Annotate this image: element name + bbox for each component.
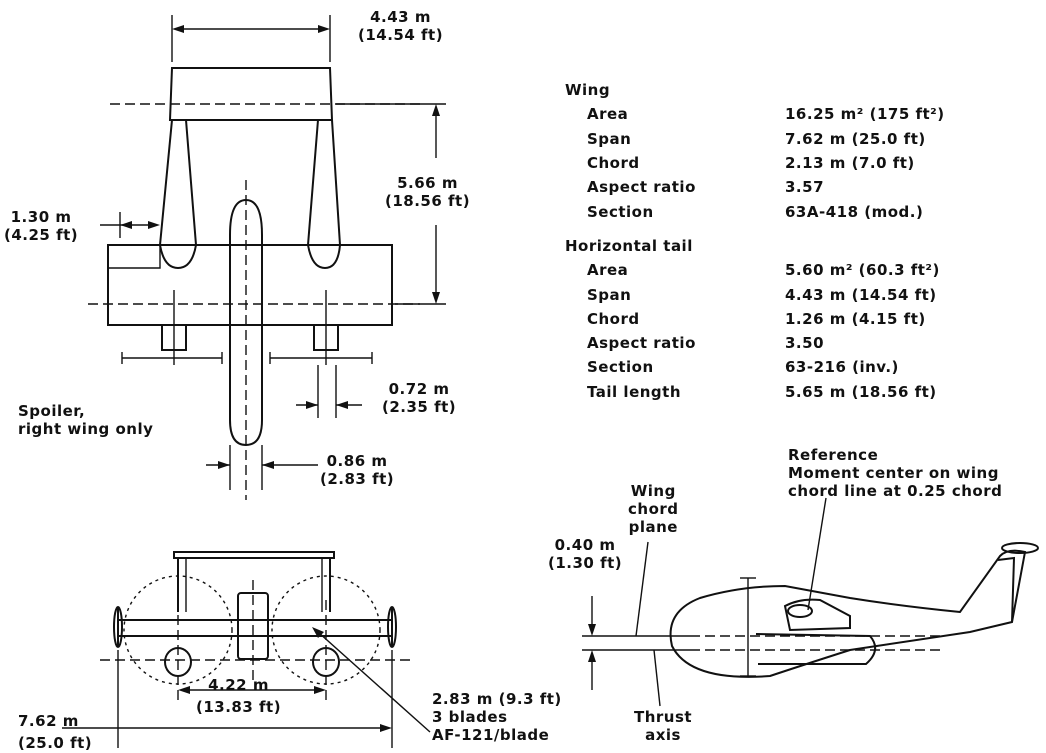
thrust-axis-line2: axis <box>645 726 681 744</box>
spec-label: Section <box>587 358 654 377</box>
spec-label: Area <box>587 105 629 124</box>
spoiler-width-dim: 0.72 m (2.35 ft) <box>382 380 456 416</box>
tail-span-dim: 4.43 m (14.54 ft) <box>358 8 443 44</box>
wing-heading: Wing <box>565 78 945 102</box>
reference-label: Reference Moment center on wing chord li… <box>788 446 1002 500</box>
spoiler-note-line2: right wing only <box>18 420 154 438</box>
spec-label: Section <box>587 202 654 221</box>
fuselage-width-metric: 0.86 m <box>326 452 388 470</box>
wing-section-row: Section 63A-418 (mod.) <box>565 199 945 223</box>
spec-table: Wing Area 16.25 m² (175 ft²) Span 7.62 m (… <box>565 78 945 404</box>
tail-span-row: Span 4.43 m (14.54 ft) <box>565 282 945 306</box>
propeller-note: 2.83 m (9.3 ft) 3 blades AF-121/blade <box>432 690 562 744</box>
spec-value: 16.25 m² (175 ft²) <box>785 105 945 124</box>
thrust-axis-line1: Thrust <box>634 708 693 726</box>
spec-value: 63A-418 (mod.) <box>785 202 924 221</box>
tail-length-dim: 5.66 m (18.56 ft) <box>385 174 470 210</box>
spec-label: Span <box>587 285 632 304</box>
spoiler-width-imperial: (2.35 ft) <box>382 398 457 416</box>
spec-value: 5.60 m² (60.3 ft²) <box>785 261 940 280</box>
offset-dim: 0.40 m (1.30 ft) <box>548 536 622 572</box>
propeller-blades: 3 blades <box>432 708 508 726</box>
spec-value: 63-216 (inv.) <box>785 358 899 377</box>
offset-imperial: (1.30 ft) <box>548 554 623 572</box>
spec-label: Area <box>587 261 629 280</box>
spec-label: Aspect ratio <box>587 178 696 197</box>
spec-label: Span <box>587 129 632 148</box>
tail-span-metric: 4.43 m <box>370 8 431 26</box>
wing-area-row: Area 16.25 m² (175 ft²) <box>565 102 945 126</box>
horizontal-tail <box>168 67 334 121</box>
reference-line2: Moment center on wing <box>788 464 999 482</box>
boom-offset-metric: 1.30 m <box>10 208 72 226</box>
spoiler-note: Spoiler, right wing only <box>18 402 153 438</box>
prop-spacing-metric: 4.22 m <box>208 676 269 694</box>
fuselage-width-dim: 0.86 m (2.83 ft) <box>320 452 394 488</box>
top-view <box>88 15 446 500</box>
tail-section-row: Section 63-216 (inv.) <box>565 355 945 379</box>
reference-line1: Reference <box>788 446 879 464</box>
front-wing <box>117 619 393 637</box>
spoiler-note-line1: Spoiler, <box>18 402 86 420</box>
tail-length-imperial: (18.56 ft) <box>385 192 471 210</box>
boom-offset-imperial: (4.25 ft) <box>4 226 79 244</box>
spec-label: Tail length <box>587 382 682 401</box>
spec-value: 4.43 m (14.54 ft) <box>785 285 937 304</box>
wcp-line1: Wing <box>630 482 676 500</box>
fuselage-side <box>669 549 1027 678</box>
wing-span-imperial: (25.0 ft) <box>18 734 93 752</box>
right-boom <box>306 119 342 270</box>
spec-label: Chord <box>587 309 640 328</box>
spec-value: 5.65 m (18.56 ft) <box>785 382 937 401</box>
wing-span-dim: 7.62 m (25.0 ft) <box>18 712 92 752</box>
spec-label: Chord <box>587 154 640 173</box>
tail-aspect-row: Aspect ratio 3.50 <box>565 331 945 355</box>
spec-value: 2.13 m (7.0 ft) <box>785 154 915 173</box>
propeller-diameter: 2.83 m (9.3 ft) <box>432 690 562 708</box>
spec-value: 3.50 <box>785 334 825 353</box>
wing-aspect-row: Aspect ratio 3.57 <box>565 175 945 199</box>
propeller-blade-type: AF-121/blade <box>432 726 550 744</box>
left-boom <box>158 119 198 270</box>
spoiler-width-metric: 0.72 m <box>388 380 450 398</box>
fuselage-width-imperial: (2.83 ft) <box>320 470 395 488</box>
wcp-line3: plane <box>628 518 678 536</box>
wing-chord-row: Chord 2.13 m (7.0 ft) <box>565 151 945 175</box>
spec-value: 3.57 <box>785 178 825 197</box>
tail-length-row: Tail length 5.65 m (18.56 ft) <box>565 380 945 404</box>
wing-span-row: Span 7.62 m (25.0 ft) <box>565 127 945 151</box>
wing-chord-plane-label: Wing chord plane <box>628 482 679 536</box>
tail-heading: Horizontal tail <box>565 234 945 258</box>
prop-spacing-dim: 4.22 m (13.83 ft) <box>196 676 281 716</box>
spec-value: 7.62 m (25.0 ft) <box>785 129 926 148</box>
spec-label: Aspect ratio <box>587 334 696 353</box>
thrust-axis-label: Thrust axis <box>634 708 692 744</box>
tail-span-imperial: (14.54 ft) <box>358 26 444 44</box>
offset-metric: 0.40 m <box>554 536 616 554</box>
spec-value: 1.26 m (4.15 ft) <box>785 309 926 328</box>
wcp-line2: chord <box>628 500 679 518</box>
prop-spacing-imperial: (13.83 ft) <box>196 698 282 716</box>
wing-planform <box>107 244 393 326</box>
front-view <box>62 551 431 748</box>
tail-chord-row: Chord 1.26 m (4.15 ft) <box>565 307 945 331</box>
reference-line3: chord line at 0.25 chord <box>788 482 1003 500</box>
tail-heading-text: Horizontal tail <box>565 236 693 255</box>
tail-area-row: Area 5.60 m² (60.3 ft²) <box>565 258 945 282</box>
wing-span-metric: 7.62 m <box>18 712 79 730</box>
side-view <box>582 497 1039 707</box>
tail-length-metric: 5.66 m <box>397 174 458 192</box>
wing-heading-text: Wing <box>565 81 611 100</box>
boom-offset-dim: 1.30 m (4.25 ft) <box>4 208 78 244</box>
